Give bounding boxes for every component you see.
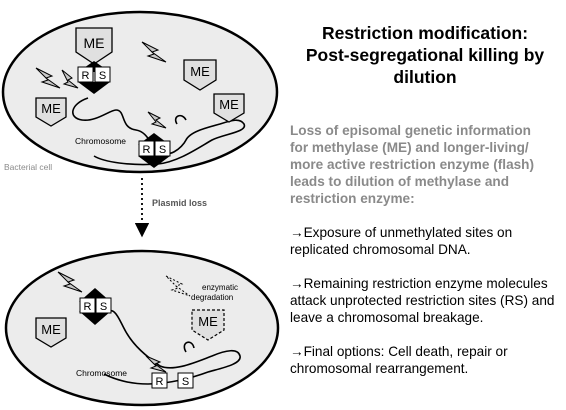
bullet-line: attack unprotected restriction sites (RS… bbox=[290, 293, 555, 308]
title-line: dilution bbox=[393, 67, 457, 87]
methylase-shield-icon: ME bbox=[35, 97, 67, 127]
svg-text:S: S bbox=[99, 70, 106, 82]
methylase-shield-icon: ME bbox=[75, 27, 113, 65]
chromosome-label: Chromosome bbox=[76, 368, 127, 378]
title-line: Post-segregational killing by bbox=[305, 45, 545, 65]
enzymatic-degradation-label-line1: enzymatic bbox=[202, 283, 238, 292]
svg-text:R: R bbox=[82, 70, 90, 82]
lead-line: Loss of episomal genetic information bbox=[290, 123, 531, 138]
lead-line: leads to dilution of methylase and bbox=[290, 174, 510, 189]
svg-text:ME: ME bbox=[198, 314, 218, 329]
restriction-enzyme-flash-icon-degrading bbox=[165, 275, 191, 297]
bacterial-cell-label: Bacterial cell bbox=[4, 162, 52, 172]
title-line: Restriction modification: bbox=[321, 23, 529, 43]
bullet-line: →Final options: Cell death, repair or bbox=[290, 344, 508, 359]
bullet-line: replicated chromosomal DNA. bbox=[290, 242, 471, 257]
unprotected-restriction-site: R S bbox=[151, 372, 194, 389]
bullet-line: →Exposure of unmethylated sites on bbox=[290, 225, 513, 240]
svg-text:ME: ME bbox=[41, 101, 61, 116]
svg-text:ME: ME bbox=[84, 35, 105, 51]
methylase-shield-icon: ME bbox=[35, 317, 67, 348]
restriction-enzyme-flash-icon bbox=[35, 67, 61, 89]
svg-text:S: S bbox=[100, 301, 107, 313]
restriction-enzyme-flash-icon bbox=[141, 41, 167, 63]
bullet-line: →Remaining restriction enzyme molecules bbox=[290, 276, 548, 291]
lead-line: for methylase (ME) and longer-living/ bbox=[290, 140, 529, 155]
bullet-line: leave a chromosomal breakage. bbox=[290, 310, 484, 325]
methylation-diamond-icon: R S bbox=[77, 61, 111, 94]
methylase-shield-icon-degrading: ME bbox=[191, 309, 225, 341]
bullet-final-options: →Final options: Cell death, repair or ch… bbox=[290, 343, 566, 377]
restriction-enzyme-flash-icon bbox=[61, 69, 79, 89]
svg-text:ME: ME bbox=[41, 322, 61, 337]
svg-text:R: R bbox=[143, 144, 151, 156]
lead-paragraph: Loss of episomal genetic information for… bbox=[290, 122, 566, 207]
lead-line: restriction enzyme: bbox=[290, 191, 415, 206]
explanation-panel: Loss of episomal genetic information for… bbox=[290, 122, 566, 377]
chromosome-label: Chromosome bbox=[75, 136, 126, 146]
enzymatic-degradation-label-line2: degradation bbox=[191, 293, 233, 302]
bacterial-cell-top bbox=[1, 10, 279, 174]
svg-text:ME: ME bbox=[190, 64, 210, 79]
svg-text:S: S bbox=[159, 144, 166, 156]
bullet-attack: →Remaining restriction enzyme molecules … bbox=[290, 275, 566, 326]
svg-text:R: R bbox=[156, 376, 164, 388]
restriction-enzyme-flash-icon bbox=[147, 111, 167, 129]
methylase-shield-icon: ME bbox=[213, 93, 245, 123]
bullet-line: chromosomal rearrangement. bbox=[290, 361, 469, 376]
diagram-title: Restriction modification: Post-segregati… bbox=[292, 22, 558, 88]
restriction-enzyme-flash-icon bbox=[145, 355, 167, 373]
bullet-exposure: →Exposure of unmethylated sites on repli… bbox=[290, 224, 566, 258]
plasmid-loss-label: Plasmid loss bbox=[152, 198, 207, 208]
chromosome-top bbox=[72, 97, 246, 166]
methylase-shield-icon: ME bbox=[183, 59, 217, 91]
lead-line: more active restriction enzyme (flash) bbox=[290, 157, 535, 172]
methylation-diamond-icon: R S bbox=[138, 133, 171, 168]
methylation-diamond-icon: R S bbox=[79, 288, 112, 325]
svg-text:R: R bbox=[84, 301, 92, 313]
svg-text:S: S bbox=[182, 376, 189, 388]
svg-text:ME: ME bbox=[219, 97, 239, 112]
restriction-enzyme-flash-icon bbox=[57, 271, 83, 293]
